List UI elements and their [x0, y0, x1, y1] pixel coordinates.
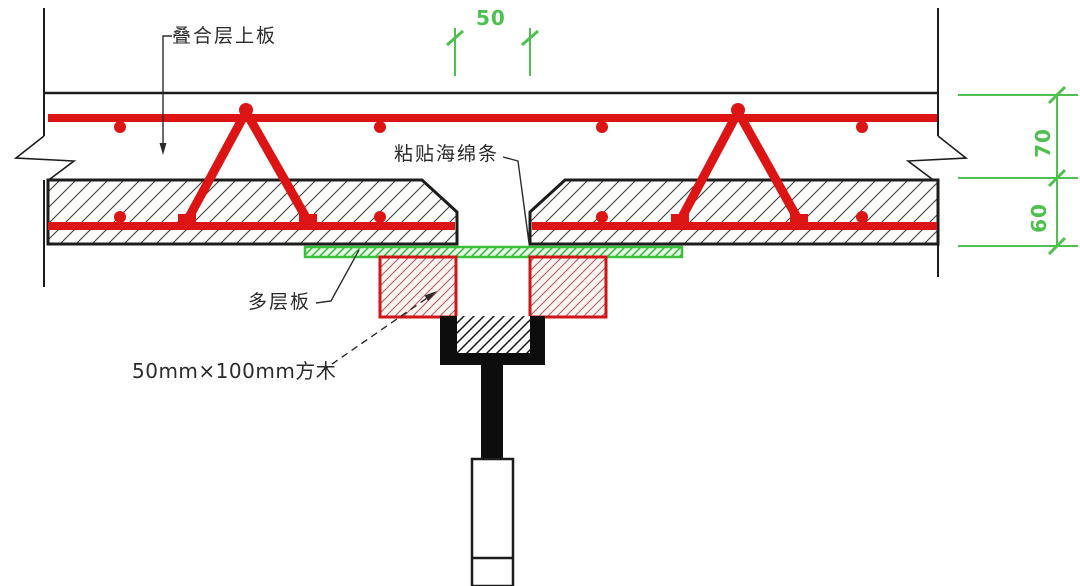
dim-tick — [446, 29, 464, 47]
dim-right — [958, 85, 1078, 256]
rebar-dot — [596, 211, 608, 223]
precast-slab-right — [528, 178, 940, 246]
dim-tick — [1047, 236, 1067, 256]
rebar-dot — [114, 121, 126, 133]
leader-sponge — [502, 156, 530, 244]
rebar-dots — [114, 121, 868, 223]
label-top-slab: 叠合层上板 — [172, 25, 278, 47]
dim-right-upper-value: 70 — [1031, 128, 1055, 158]
dim-right-lower-value: 60 — [1027, 203, 1051, 233]
right-break-line — [905, 8, 969, 277]
dim-tick — [1047, 85, 1067, 105]
leader-top-slab — [159, 35, 172, 155]
main-timber-section — [457, 316, 530, 353]
timber-block-right — [528, 255, 608, 319]
rebar-dot — [374, 121, 386, 133]
prop-inner-tube — [481, 365, 503, 460]
lattice-truss-left — [178, 103, 317, 226]
rebar-dot — [856, 211, 868, 223]
plywood-strip — [303, 245, 684, 259]
timber-block-left — [378, 255, 458, 319]
leader-plywood — [315, 249, 360, 304]
rebar-dot — [114, 211, 126, 223]
left-break-line — [13, 8, 77, 287]
rebar-dot — [596, 121, 608, 133]
dim-tick — [521, 29, 539, 47]
prop-outer-tube — [470, 457, 515, 586]
dim-top — [446, 28, 539, 76]
u-head-bracket — [440, 316, 545, 365]
label-sponge-strip: 粘贴海绵条 — [394, 143, 500, 165]
leader-arrow-down — [159, 143, 167, 155]
rebar-dot — [374, 211, 386, 223]
label-plywood: 多层板 — [248, 291, 312, 313]
dim-tick — [1047, 168, 1067, 188]
leader-arrow-up-right — [424, 291, 437, 301]
label-square-timber: 50mm×100mm方木 — [132, 359, 337, 383]
precast-slab-left — [46, 178, 459, 246]
leader-timber — [321, 291, 437, 372]
rebar-dot — [856, 121, 868, 133]
lattice-truss-right — [671, 103, 808, 226]
dim-top-value: 50 — [476, 6, 506, 30]
